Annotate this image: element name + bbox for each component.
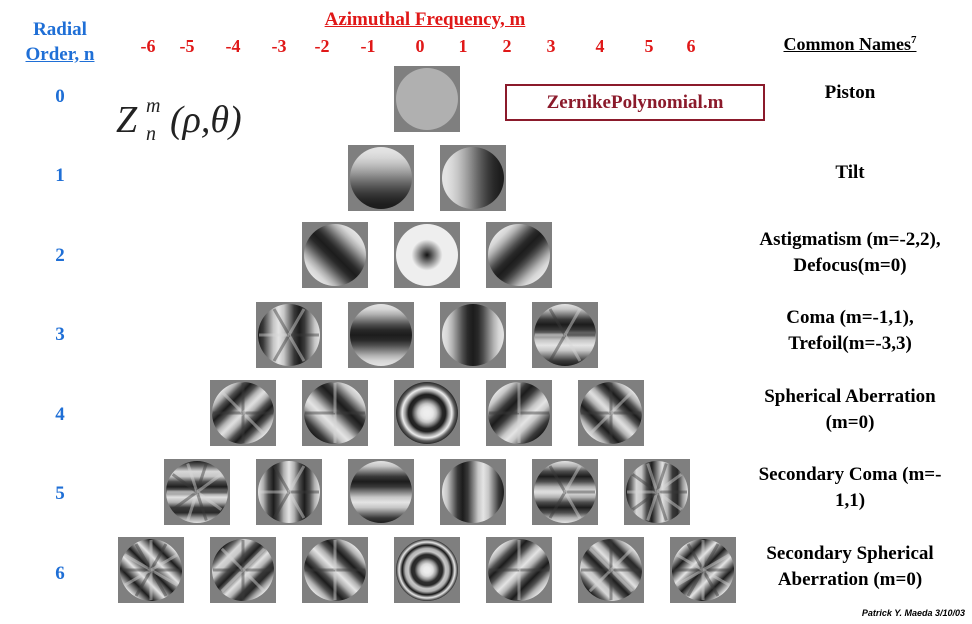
author-credit: Patrick Y. Maeda 3/10/03 <box>861 608 965 618</box>
zernike-tile-n5-m1 <box>440 459 506 525</box>
radial-order-header: Radial Order, n <box>14 17 106 67</box>
m-label-0: -6 <box>140 36 156 56</box>
m-label-11: 5 <box>644 36 654 56</box>
zernike-tile-n2-m0 <box>394 222 460 288</box>
n-label-6: 6 <box>55 563 65 584</box>
zernike-tile-n6-m-6 <box>118 537 184 603</box>
m-label-3: -3 <box>271 36 287 56</box>
zernike-tile-n3-m3 <box>532 302 598 368</box>
n-label-3: 3 <box>55 324 65 345</box>
zernike-tile-n5-m-3 <box>256 459 322 525</box>
zernike-tile-n4-m4 <box>578 380 644 446</box>
n-label-2: 2 <box>55 245 65 266</box>
m-label-5: -1 <box>360 36 376 56</box>
zernike-tile-n1-m-1 <box>348 145 414 211</box>
zernike-formula-svg: Z m n (ρ,θ) <box>116 95 242 145</box>
zernike-tile-n2-m-2 <box>302 222 368 288</box>
zernike-tile-n3-m-3 <box>256 302 322 368</box>
zernike-tile-n4-m-4 <box>210 380 276 446</box>
zernike-tile-n3-m1 <box>440 302 506 368</box>
zernike-tile-n5-m5 <box>624 459 690 525</box>
zernike-tile-n6-m0 <box>394 537 460 603</box>
common-name-row4-line1: (m=0) <box>825 412 875 433</box>
formula-z: Z <box>116 99 138 141</box>
m-label-10: 4 <box>595 36 605 56</box>
common-name-row3-line1: Trefoil(m=-3,3) <box>788 333 912 354</box>
n-label-4: 4 <box>55 404 65 425</box>
zernike-tile-n6-m2 <box>486 537 552 603</box>
m-label-2: -4 <box>225 36 241 56</box>
zernike-tile-n2-m2 <box>486 222 552 288</box>
zernike-tile-n1-m1 <box>440 145 506 211</box>
radial-order-line2: Order, n <box>25 44 95 65</box>
common-name-row6-line0: Secondary Spherical <box>766 543 934 564</box>
zernike-tile-n3-m-1 <box>348 302 414 368</box>
n-label-0: 0 <box>55 86 65 107</box>
m-label-8: 2 <box>502 36 512 56</box>
common-name-row1-line0: Tilt <box>835 162 865 183</box>
azimuthal-frequency-header: Azimuthal Frequency, m <box>324 9 526 30</box>
zernike-tile-n6-m-4 <box>210 537 276 603</box>
zernike-tile-n6-m6 <box>670 537 736 603</box>
n-label-1: 1 <box>55 165 65 186</box>
zernike-tile-n5-m-1 <box>348 459 414 525</box>
zernike-tile-n4-m2 <box>486 380 552 446</box>
common-name-row4-line0: Spherical Aberration <box>764 386 936 407</box>
m-label-7: 1 <box>458 36 468 56</box>
m-label-9: 3 <box>546 36 556 56</box>
zernike-tile-n5-m3 <box>532 459 598 525</box>
n-label-5: 5 <box>55 483 65 504</box>
common-names-header: Common Names7 <box>760 34 940 55</box>
formula-arguments: (ρ,θ) <box>170 99 242 141</box>
m-label-4: -2 <box>314 36 330 56</box>
common-name-row2-line1: Defocus(m=0) <box>793 255 907 276</box>
m-label-12: 6 <box>686 36 696 56</box>
common-name-row3-line0: Coma (m=-1,1), <box>786 307 914 328</box>
formula-superscript: m <box>146 95 160 117</box>
common-name-row5-line1: 1,1) <box>834 490 866 511</box>
zernike-tile-n6-m-2 <box>302 537 368 603</box>
radial-order-line1: Radial <box>33 19 87 40</box>
zernike-tile-n6-m4 <box>578 537 644 603</box>
zernike-formula: Z m n (ρ,θ) <box>114 86 274 151</box>
common-names-footnote: 7 <box>911 34 917 46</box>
common-name-row6-line1: Aberration (m=0) <box>777 569 923 590</box>
m-label-1: -5 <box>179 36 195 56</box>
common-name-row5-line0: Secondary Coma (m=- <box>758 464 942 485</box>
zernike-tile-n4-m-2 <box>302 380 368 446</box>
formula-subscript: n <box>146 123 156 145</box>
common-name-row2-line0: Astigmatism (m=-2,2), <box>759 229 941 250</box>
m-label-6: 0 <box>415 36 425 56</box>
zernike-tile-n0-m0 <box>394 66 460 132</box>
zernike-tile-n5-m-5 <box>164 459 230 525</box>
zernike-tile-n4-m0 <box>394 380 460 446</box>
common-names-header-text: Common Names <box>783 34 912 54</box>
common-name-row0-line0: Piston <box>824 82 876 103</box>
file-reference-box: ZernikePolynomial.m <box>505 84 765 121</box>
